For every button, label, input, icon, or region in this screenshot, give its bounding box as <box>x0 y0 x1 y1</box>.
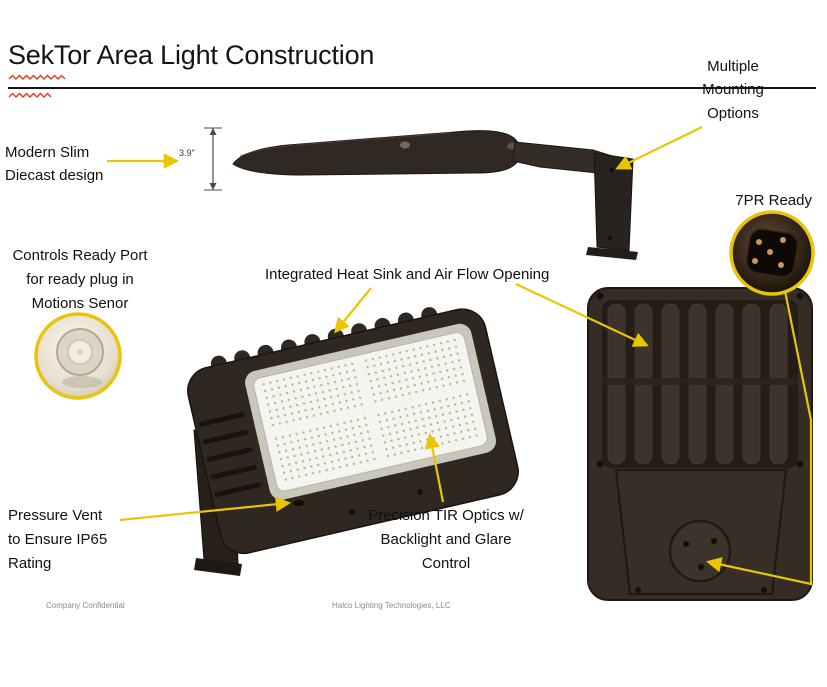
callout-7pr-ready: 7PR Ready <box>735 192 812 209</box>
dimension-label: 3.9" <box>179 148 195 158</box>
controls-port-photo <box>34 312 122 400</box>
arrow-heatsink-right <box>515 283 649 347</box>
arrow-7pr <box>705 290 813 586</box>
arrow-pressure-vent <box>119 496 292 522</box>
footer-halco-lighting: Halco Lighting Technologies, LLC <box>332 601 451 610</box>
page-title: SekTor Area Light Construction <box>8 40 375 70</box>
dimension-line <box>204 127 222 191</box>
callout-pressure-vent: Pressure Vent to Ensure IP65 Rating <box>8 507 108 572</box>
7pr-connector-photo <box>729 210 815 296</box>
callout-controls-ready-port: Controls Ready Port for ready plug in Mo… <box>12 247 148 312</box>
callout-modern-slim-diecast: Modern Slim Diecast design <box>5 144 104 185</box>
arrow-mounting <box>615 126 703 170</box>
callout-multiple-mounting-options: Multiple Mounting Options <box>702 58 764 122</box>
callout-tir-optics: Precision TIR Optics w/ Backlight and Gl… <box>368 507 524 572</box>
arrow-heatsink-left <box>334 287 372 334</box>
callout-integrated-heat-sink: Integrated Heat Sink and Air Flow Openin… <box>265 266 550 283</box>
footer-company-confidential: Company Confidential <box>46 601 125 610</box>
air-flow-vents <box>198 412 261 497</box>
driver-access-plate <box>668 519 732 583</box>
fixture-top-view <box>587 287 813 601</box>
fixture-side-view <box>232 130 638 260</box>
pressure-vent <box>292 498 306 508</box>
callout-arrows <box>107 126 813 586</box>
spellcheck-squiggle <box>8 74 66 98</box>
arrow-tir-optics <box>424 432 445 503</box>
